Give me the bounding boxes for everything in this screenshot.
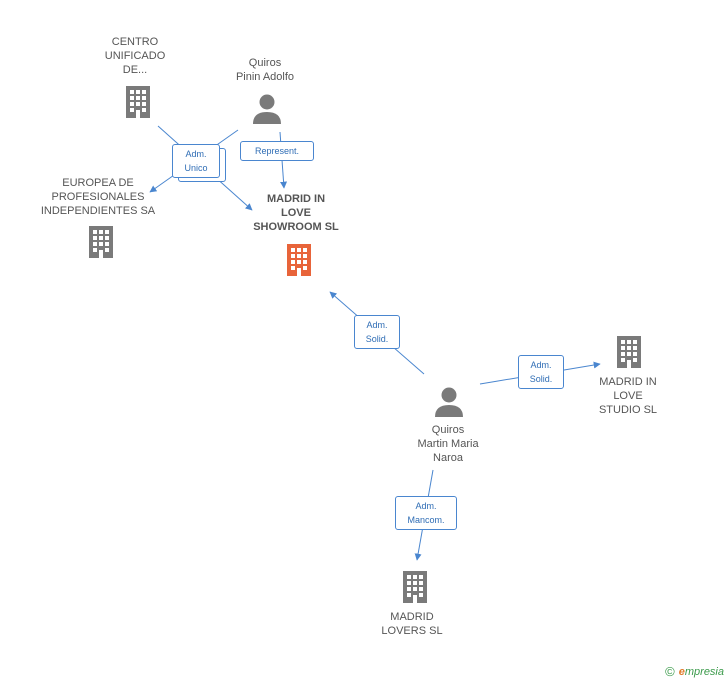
building-icon[interactable] bbox=[283, 242, 315, 278]
node-label-quiros-pinin: Quiros Pinin Adolfo bbox=[235, 57, 295, 83]
node-label-madrid-lovers: MADRID LOVERS SL bbox=[381, 611, 443, 637]
node-label-centro: CENTRO UNIFICADO DE... bbox=[104, 36, 166, 76]
copyright-icon: © bbox=[665, 664, 675, 679]
edge-label-represent[interactable]: Represent. bbox=[240, 141, 314, 161]
edge-label-adm-solid-studio[interactable]: Adm. Solid. bbox=[518, 355, 564, 389]
building-icon[interactable] bbox=[399, 569, 431, 605]
building-icon[interactable] bbox=[122, 84, 154, 120]
person-icon[interactable] bbox=[252, 93, 282, 125]
edge-label-adm-solid-showroom[interactable]: Adm. Solid. bbox=[354, 315, 400, 349]
edge-label-adm-unico[interactable]: Adm. Unico bbox=[172, 144, 220, 178]
node-label-madrid-studio: MADRID IN LOVE STUDIO SL bbox=[598, 376, 658, 416]
brand-logo: empresia bbox=[678, 665, 724, 678]
building-icon[interactable] bbox=[613, 334, 645, 370]
edge-label-adm-mancom[interactable]: Adm. Mancom. bbox=[395, 496, 457, 530]
footer-brand: © empresia bbox=[665, 664, 724, 679]
node-label-madrid-showroom: MADRID IN LOVE SHOWROOM SL bbox=[253, 193, 339, 233]
node-label-quiros-martin: Quiros Martin Maria Naroa bbox=[417, 424, 479, 464]
building-icon[interactable] bbox=[85, 224, 117, 260]
person-icon[interactable] bbox=[434, 386, 464, 418]
node-label-europea: EUROPEA DE PROFESIONALES INDEPENDIENTES … bbox=[40, 177, 156, 217]
